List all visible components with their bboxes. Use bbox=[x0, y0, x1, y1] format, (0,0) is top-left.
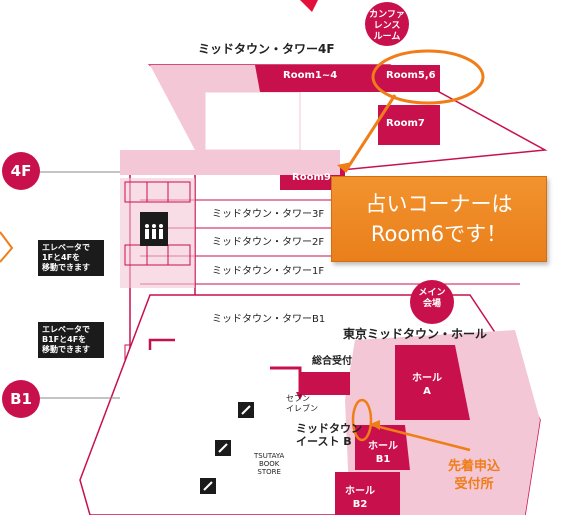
seven-eleven-line-2: イレブン bbox=[286, 404, 318, 413]
tsutaya-line-1: TSUTAYA bbox=[254, 452, 285, 460]
tower-2f-label: ミッドタウン・タワー2F bbox=[212, 237, 325, 248]
floor-b1-badge: B1 bbox=[2, 380, 40, 418]
midtown-east-line-1: ミッドタウン bbox=[296, 422, 362, 435]
callout-line-2: Room6です！ bbox=[370, 222, 508, 246]
tsutaya-line-2: BOOK bbox=[259, 460, 280, 468]
route-arrow bbox=[296, 392, 304, 400]
floor-4f-white-room bbox=[204, 91, 301, 151]
room-1-4-label: Room1~4 bbox=[283, 70, 338, 81]
first-come-line-2: 受付所 bbox=[454, 477, 494, 492]
hall-a-label: ホール A bbox=[412, 372, 442, 398]
main-venue-bubble: メイン 会場 bbox=[410, 280, 454, 324]
main-venue-line-2: 会場 bbox=[422, 299, 441, 309]
fortune-corner-callout: 占いコーナーは Room6です！ bbox=[331, 176, 547, 262]
tsutaya-label: TSUTAYA BOOK STORE bbox=[254, 452, 284, 476]
tower-1f-label: ミッドタウン・タワー1F bbox=[212, 266, 325, 277]
conference-room-bubble: カンファ レンス ルーム bbox=[365, 2, 409, 46]
hall-a bbox=[395, 345, 470, 420]
hall-b1-line-1: ホール bbox=[368, 441, 398, 452]
midtown-hall-title: 東京ミッドタウン・ホール bbox=[343, 327, 488, 341]
midtown-east-label: ミッドタウン イースト B bbox=[296, 422, 362, 448]
room56-highlight bbox=[371, 49, 485, 105]
floor-4f-corridor bbox=[120, 150, 340, 175]
elevator-route-line bbox=[148, 338, 175, 350]
elevator-note-lower-1: エレベータで bbox=[42, 325, 90, 334]
reception-label: 総合受付 bbox=[312, 356, 352, 367]
elevator-note-lower: エレベータで B1Fと4Fを 移動できます bbox=[38, 322, 104, 358]
reception-arrow-head bbox=[370, 420, 380, 430]
left-chevron bbox=[0, 231, 14, 263]
elevator-people-icon bbox=[145, 224, 163, 239]
hall-b1-line-2: B1 bbox=[375, 454, 391, 465]
conference-line-3: ルーム bbox=[373, 32, 401, 42]
room-9-label: Room9 bbox=[292, 172, 331, 183]
hall-a-line-2: A bbox=[423, 386, 431, 397]
seven-eleven-label: セブン イレブン bbox=[286, 394, 318, 414]
room-7-label: Room7 bbox=[386, 118, 425, 129]
room-1-4 bbox=[255, 65, 375, 92]
hall-b1 bbox=[355, 425, 410, 470]
tower-b1-label: ミッドタウン・タワーB1 bbox=[212, 314, 326, 325]
callout-line-1: 占いコーナーは bbox=[365, 192, 513, 216]
hall-b2-label: ホール B2 bbox=[345, 485, 375, 511]
elevator-note-lower-2: B1Fと4Fを bbox=[42, 335, 87, 344]
hall-b2-line-2: B2 bbox=[352, 499, 368, 510]
top-arrow-tip bbox=[300, 0, 318, 12]
elevator-note-upper-3: 移動できます bbox=[42, 263, 90, 272]
hall-b1-label: ホール B1 bbox=[368, 440, 398, 466]
callout-pointer bbox=[343, 94, 397, 173]
conference-line-2: レンス bbox=[373, 21, 401, 31]
hall-a-line-1: ホール bbox=[412, 373, 442, 384]
tower-4f-label: ミッドタウン・タワー4F bbox=[198, 42, 335, 56]
room-5-6 bbox=[375, 65, 440, 92]
reception-zone bbox=[300, 372, 350, 395]
first-come-line-1: 先着申込 bbox=[448, 459, 501, 474]
route-line bbox=[270, 366, 302, 395]
elevator-note-upper: エレベータで 1Fと4Fを 移動できます bbox=[38, 240, 104, 276]
tsutaya-line-3: STORE bbox=[257, 468, 281, 476]
room-5-6-label: Room5,6 bbox=[386, 70, 436, 81]
escalator-icons bbox=[200, 402, 254, 494]
first-come-reception-label: 先着申込 受付所 bbox=[448, 458, 500, 494]
room-7 bbox=[378, 105, 440, 145]
hall-b2 bbox=[335, 472, 400, 515]
midtown-east-line-2: イースト B bbox=[296, 435, 352, 448]
floor-4f-badge: 4F bbox=[2, 152, 40, 190]
conference-line-1: カンファ bbox=[369, 10, 405, 20]
elevator-note-upper-1: エレベータで bbox=[42, 243, 90, 252]
tower-3f-label: ミッドタウン・タワー3F bbox=[212, 209, 325, 220]
callout-pointer-head bbox=[337, 162, 352, 172]
elevator-note-lower-3: 移動できます bbox=[42, 345, 90, 354]
reception-arrow bbox=[371, 423, 471, 452]
main-venue-line-1: メイン bbox=[418, 288, 446, 298]
reception-highlight bbox=[351, 398, 373, 442]
elevator-note-upper-2: 1Fと4Fを bbox=[42, 253, 81, 262]
hall-b2-line-1: ホール bbox=[345, 486, 375, 497]
seven-eleven-line-1: セブン bbox=[286, 394, 310, 403]
